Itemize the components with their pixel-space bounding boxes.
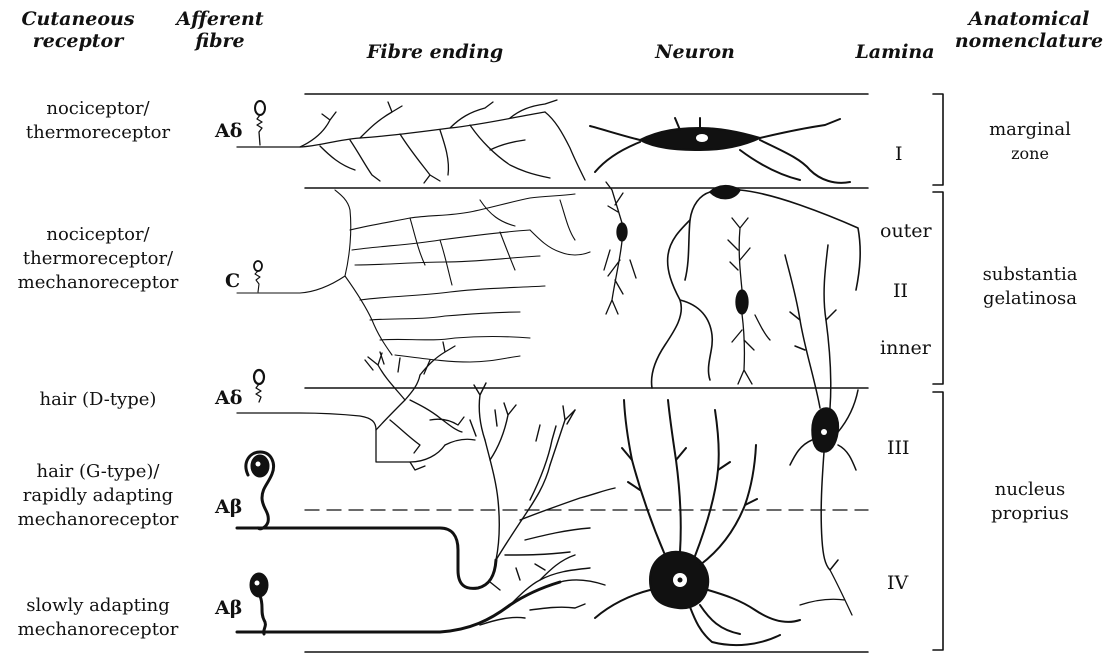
afferent-a-delta-hair-d-type [237, 342, 475, 470]
bracket-nucleus-proprius [933, 392, 943, 650]
bracket-marginal-zone [933, 94, 943, 185]
neuron-lamina-iv [595, 400, 800, 645]
neuron-lamina-ii-inner [728, 218, 770, 384]
afferent-a-beta-slowly-adapting [237, 555, 605, 634]
axon-lamina-iii-to-iv [800, 570, 852, 615]
afferent-a-beta-hair-g-type [237, 383, 615, 588]
afferent-c-fibre [237, 190, 590, 362]
bracket-substantia-gelatinosa [933, 192, 943, 384]
neuron-lamina-iii [785, 245, 858, 570]
neuron-lamina-i-ii-border [652, 186, 861, 388]
neuron-lamina-i [590, 118, 850, 183]
neuron-lamina-ii-left [604, 182, 636, 314]
afferent-a-delta-nociceptor [237, 100, 585, 183]
